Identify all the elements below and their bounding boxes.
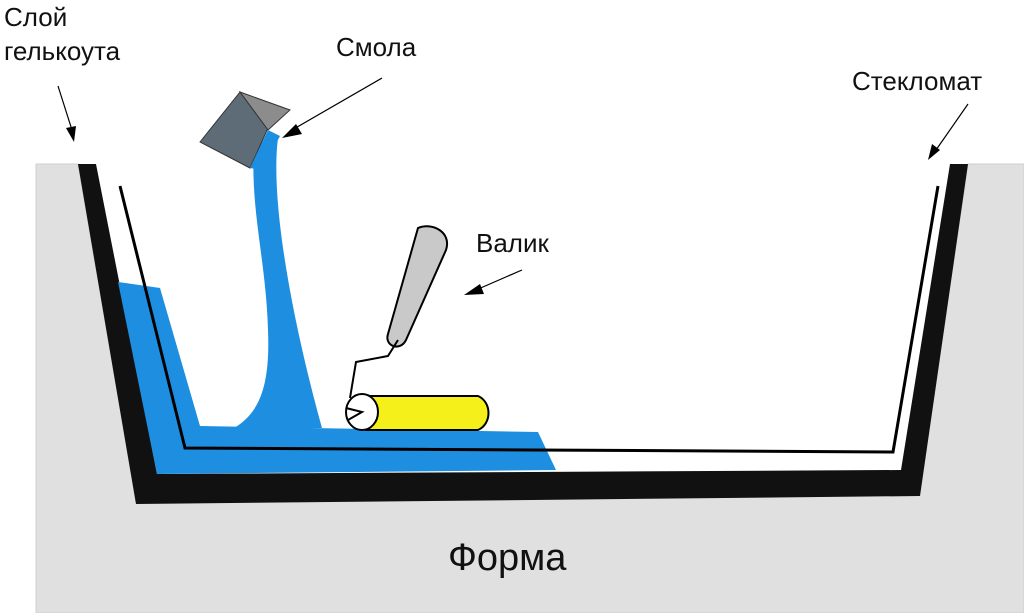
bucket-top bbox=[238, 90, 291, 131]
leader-roller bbox=[464, 269, 523, 295]
roller-axle bbox=[345, 407, 365, 421]
resin-bucket bbox=[199, 90, 291, 170]
glass-mat-line bbox=[118, 185, 940, 454]
leader-resin bbox=[282, 77, 383, 138]
bucket-lip bbox=[250, 130, 280, 170]
label-resin: Смола bbox=[336, 32, 417, 62]
roller-rod bbox=[349, 339, 399, 399]
label-roller: Валик bbox=[476, 228, 549, 258]
roller-tool bbox=[345, 225, 490, 431]
roller-cylinder bbox=[365, 395, 490, 431]
label-gelcoat-line2: гелькоута bbox=[4, 36, 121, 66]
label-glass-mat: Стекломат bbox=[852, 66, 982, 96]
roller-handle bbox=[386, 225, 449, 348]
leader-gelcoat bbox=[57, 85, 76, 142]
label-gelcoat-line1: Слой bbox=[4, 2, 67, 32]
resin-layer bbox=[118, 282, 556, 474]
leader-glass-mat bbox=[928, 103, 969, 160]
label-mold: Форма bbox=[448, 537, 567, 579]
resin-stream bbox=[234, 138, 322, 428]
